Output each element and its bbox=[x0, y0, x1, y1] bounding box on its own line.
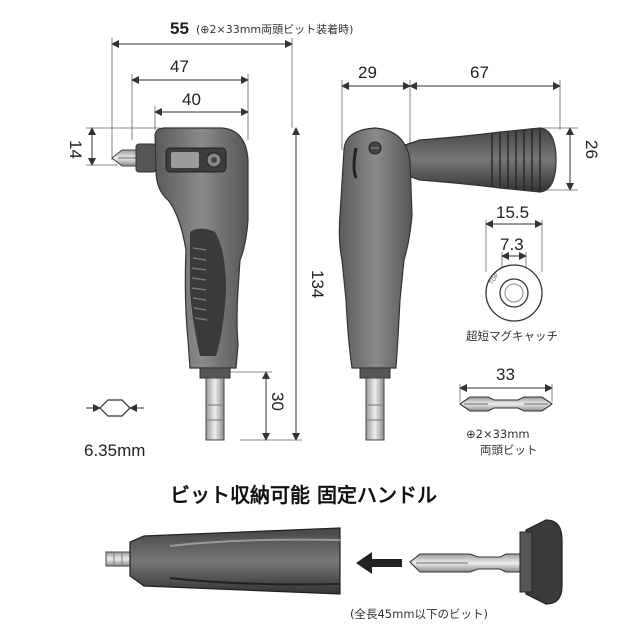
dim-width-47-value: 47 bbox=[170, 57, 189, 76]
dim-shank-30: 30 bbox=[228, 371, 287, 441]
dim-shank-30-value: 30 bbox=[268, 392, 287, 411]
hex-size-label: 6.35mm bbox=[84, 441, 145, 460]
angle-driver-front-view bbox=[111, 127, 249, 441]
dim-side-29: 29 bbox=[341, 63, 411, 150]
handle-shaft bbox=[105, 551, 133, 567]
dim-height-14: 14 bbox=[66, 127, 160, 166]
bottom-title: ビット収納可能 固定ハンドル bbox=[170, 483, 437, 507]
hexagon-icon bbox=[99, 399, 131, 417]
mag-catch-label: 超短マグキャッチ bbox=[466, 329, 558, 343]
dim-width-40-value: 40 bbox=[182, 90, 201, 109]
insert-arrow-icon bbox=[356, 552, 402, 574]
shank-collar bbox=[199, 367, 231, 379]
dim-catch-outer-value: 15.5 bbox=[496, 203, 529, 222]
dim-width-47: 47 bbox=[131, 57, 249, 140]
grip-inlay bbox=[190, 228, 226, 356]
bit-tip bbox=[111, 149, 139, 167]
dim-grip-26-value: 26 bbox=[582, 140, 601, 159]
dim-side-67: 67 bbox=[409, 63, 561, 130]
bit-name-line1: ⊕2×33mm bbox=[466, 427, 530, 441]
dim-side-29-value: 29 bbox=[358, 63, 377, 82]
dim-width-40: 40 bbox=[154, 90, 249, 130]
dim-catch-outer: 15.5 bbox=[485, 203, 543, 272]
dim-overall-width-value: 55 bbox=[170, 19, 189, 38]
chuck bbox=[135, 143, 157, 173]
grip-ribs bbox=[191, 247, 208, 321]
angle-driver-side-view bbox=[338, 127, 557, 441]
side-hex-shank bbox=[365, 377, 385, 441]
display-screen bbox=[171, 152, 199, 168]
bit-storage-cap bbox=[409, 519, 563, 605]
mag-catch: TOP bbox=[485, 264, 543, 322]
cap-body bbox=[525, 519, 563, 605]
dim-overall-width: 55 (⊕2×33mm両頭ビット装着時) bbox=[111, 19, 353, 160]
dim-height-14-value: 14 bbox=[66, 140, 85, 159]
dim-bit-length-value: 33 bbox=[496, 365, 515, 384]
bottom-note: (全長45mm以下のビット) bbox=[350, 607, 488, 621]
side-handle-ribs bbox=[491, 129, 541, 191]
fixed-handle bbox=[105, 527, 341, 595]
mag-catch-core bbox=[504, 283, 524, 303]
hex-shank bbox=[205, 377, 225, 441]
hex-size-callout: 6.35mm bbox=[84, 399, 145, 460]
dim-side-67-value: 67 bbox=[470, 63, 489, 82]
bit-name-line2: 両頭ビット bbox=[480, 443, 538, 457]
dim-overall-width-note: (⊕2×33mm両頭ビット装着時) bbox=[196, 22, 353, 36]
dim-bit-length: 33 bbox=[459, 365, 553, 402]
dim-height-134: 134 bbox=[240, 127, 327, 441]
double-ended-bit bbox=[459, 396, 553, 412]
dim-grip-26: 26 bbox=[540, 127, 601, 191]
dim-height-134-value: 134 bbox=[308, 270, 327, 298]
dim-catch-inner-value: 7.3 bbox=[500, 235, 524, 254]
